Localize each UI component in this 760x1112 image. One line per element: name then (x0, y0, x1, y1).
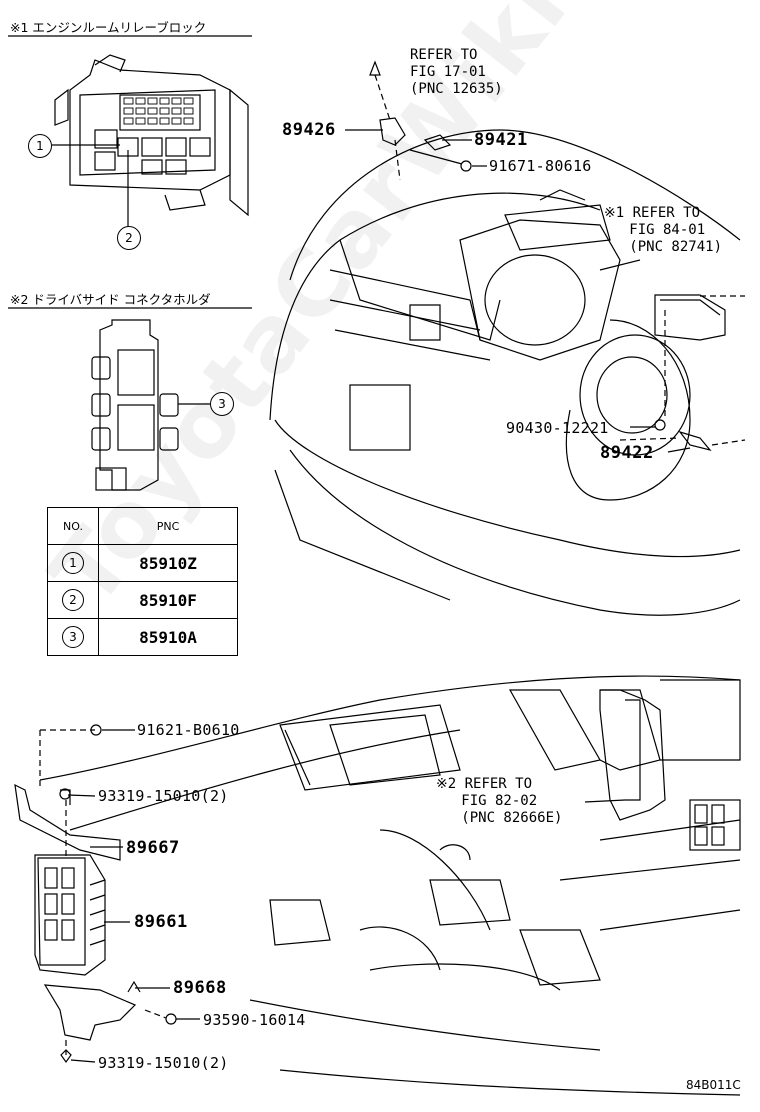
pnc-table-header: NO. PNC (47, 507, 238, 545)
row-pnc: 85910Z (98, 544, 238, 582)
header-no: NO. (47, 507, 99, 545)
pnc-table: NO. PNC 1 85910Z 2 85910F 3 85910A (47, 507, 238, 656)
upper-leader-lines (345, 129, 691, 453)
part-89426: 89426 (282, 120, 336, 140)
part-93319-15010-lower: 93319-15010(2) (98, 1054, 229, 1072)
row-no: 1 (62, 552, 84, 574)
part-89421: 89421 (474, 130, 528, 150)
row-no: 3 (62, 626, 84, 648)
connector-holder-title: ※2 ドライバサイド コネクタホルダ (10, 292, 211, 307)
refer-fig-82-02: ※2 REFER TO FIG 82-02 (PNC 82666E) (436, 776, 563, 826)
part-90430-12221: 90430-12221 (506, 419, 609, 437)
vehicle-front-drawing (269, 60, 746, 616)
refer-fig-17-01: REFER TO FIG 17-01 (PNC 12635) (410, 47, 503, 97)
refer-fig-84-01: ※1 REFER TO FIG 84-01 (PNC 82741) (604, 205, 723, 255)
connector-holder-drawing (8, 307, 252, 491)
part-89661: 89661 (134, 912, 188, 932)
header-pnc: PNC (98, 507, 238, 545)
relay-block-drawing (8, 35, 252, 228)
table-row: 1 85910Z (47, 544, 238, 582)
row-pnc: 85910F (98, 581, 238, 619)
figure-code: 84B011C (686, 1078, 741, 1092)
callout-1: 1 (28, 134, 52, 158)
table-row: 3 85910A (47, 618, 238, 656)
part-93590-16014: 93590-16014 (203, 1011, 306, 1029)
part-89422: 89422 (600, 443, 654, 463)
table-row: 2 85910F (47, 581, 238, 619)
row-no: 2 (62, 589, 84, 611)
callout-2: 2 (117, 226, 141, 250)
part-89668: 89668 (173, 978, 227, 998)
relay-block-title: ※1 エンジンルームリレーブロック (10, 20, 207, 35)
dashboard-drawing (14, 675, 741, 1096)
callout-3: 3 (210, 392, 234, 416)
part-89667: 89667 (126, 838, 180, 858)
part-91671-80616: 91671-80616 (489, 157, 592, 175)
part-91621-b0610: 91621-B0610 (137, 721, 240, 739)
row-pnc: 85910A (98, 618, 238, 656)
part-93319-15010-upper: 93319-15010(2) (98, 787, 229, 805)
